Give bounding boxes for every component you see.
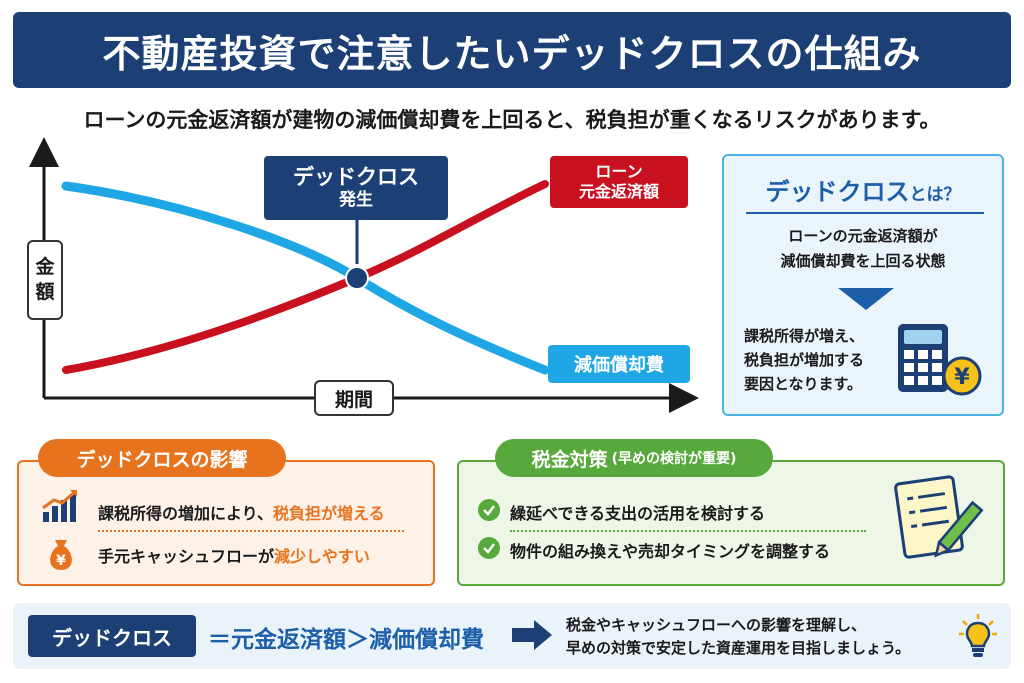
x-axis-label: 期間: [314, 380, 394, 416]
deadcross-formula: ＝元金返済額＞減価償却費: [208, 627, 484, 653]
summary-tag: デッドクロス: [28, 615, 196, 657]
loan-label-line1: ローン: [595, 162, 643, 181]
loan-label-line2: 元金返済額: [578, 182, 659, 201]
tax-tab-note: (早めの検討が重要): [611, 451, 737, 467]
definition-divider: [746, 212, 984, 214]
page-subtitle: ローンの元金返済額が建物の減価償却費を上回ると、税負担が重くなるリスクがあります…: [83, 108, 941, 132]
deadcross-sub: 発生: [339, 190, 373, 211]
deadcross-point: [345, 266, 369, 290]
y-axis-label: 金 額: [27, 240, 63, 320]
definition-line2: 減価償却費を上回る状態: [780, 251, 946, 270]
impact-row2-text: 手元キャッシュフローが: [98, 547, 275, 566]
tax-divider: [510, 530, 866, 532]
arrow-right-icon: [512, 620, 552, 650]
definition-line1: ローンの元金返済額が: [788, 227, 938, 245]
impact-divider: [98, 530, 404, 532]
impact-row2-highlight: 減少しやすい: [274, 547, 370, 566]
check-circle-icon: [478, 537, 500, 559]
definition-title-suffix: とは？: [909, 185, 961, 205]
effect-line1: 課税所得が増え、: [744, 327, 865, 345]
loan-repayment-label: ローン 元金返済額: [550, 156, 688, 208]
yen-symbol: ¥: [954, 365, 970, 390]
definition-panel: デッドクロスとは？ ローンの元金返済額が 減価償却費を上回る状態 課税所得が増え…: [722, 154, 1004, 416]
check-circle-icon: [478, 499, 500, 521]
definition-text: ローンの元金返済額が 減価償却費を上回る状態: [724, 224, 1002, 274]
deadcross-diagram: [29, 137, 699, 413]
definition-title-main: デッドクロス: [765, 178, 910, 206]
depreciation-label: 減価償却費: [548, 345, 690, 383]
checklist-pencil-icon: [894, 475, 984, 559]
calculator-yen-icon: ¥: [898, 324, 982, 396]
tax-measure-deferral: 繰延べできる支出の活用を検討する: [510, 504, 766, 523]
deadcross-callout: デッドクロス 発生: [264, 156, 448, 220]
summary-message: 税金やキャッシュフローへの影響を理解し、 早めの対策で安定した資産運用を目指しま…: [566, 614, 910, 661]
tax-measure-restructure: 物件の組み換えや売却タイミングを調整する: [510, 542, 831, 561]
lightbulb-icon: [959, 614, 997, 657]
y-axis-char2: 額: [35, 281, 55, 303]
summary-line1: 税金やキャッシュフローへの影響を理解し、: [566, 616, 867, 634]
deadcross-label: デッドクロス: [293, 165, 419, 190]
page-title: 不動産投資で注意したいデッドクロスの仕組み: [13, 12, 1011, 88]
impact-row-tax: 課税所得の増加により、税負担が増える: [98, 500, 385, 524]
impact-panel: [17, 460, 435, 586]
y-axis-char1: 金: [35, 256, 55, 279]
money-bag-yen: ¥: [56, 553, 66, 569]
definition-title: デッドクロスとは？: [724, 172, 1002, 207]
down-arrow-icon: [838, 288, 894, 310]
rising-chart-icon: [42, 489, 77, 522]
money-bag-icon: ¥: [50, 540, 72, 570]
summary-line2: 早めの対策で安定した資産運用を目指しましょう。: [566, 639, 911, 658]
impact-heading: デッドクロスの影響: [38, 439, 286, 477]
impact-row-cashflow: 手元キャッシュフローが減少しやすい: [98, 543, 370, 567]
effect-line3: 要因となります。: [744, 375, 863, 393]
definition-effect: 課税所得が増え、 税負担が増加する 要因となります。: [744, 324, 904, 396]
tax-tab-main: 税金対策: [531, 448, 608, 471]
impact-row1-text: 課税所得の増加により、: [98, 504, 274, 523]
tax-measures-heading: 税金対策(早めの検討が重要): [495, 439, 773, 477]
effect-line2: 税負担が増加する: [744, 351, 865, 369]
impact-row1-highlight: 税負担が増える: [273, 504, 385, 523]
